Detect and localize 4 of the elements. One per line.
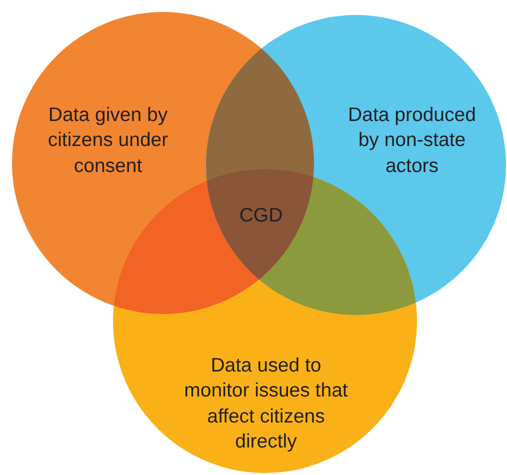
- circle-label: Data used to monitor issues that affect citizens directly: [176, 353, 356, 455]
- center-label: CGD: [239, 203, 283, 228]
- circle-label: Data given by citizens under consent: [38, 102, 178, 180]
- circle-label: Data produced by non-state actors: [337, 102, 487, 180]
